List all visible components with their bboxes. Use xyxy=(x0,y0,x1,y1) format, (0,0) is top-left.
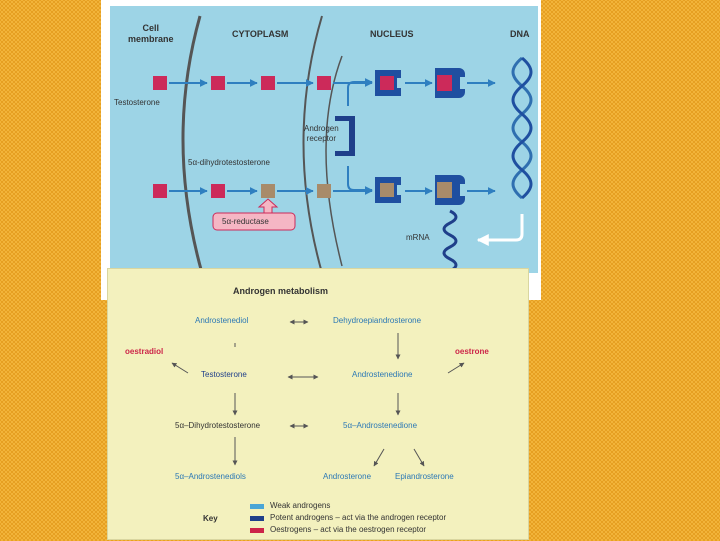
testosterone-bound xyxy=(380,76,394,90)
dht-molecule xyxy=(317,184,331,198)
key-item-weak: Weak androgens xyxy=(270,501,331,510)
key-swatch-potent xyxy=(250,516,264,521)
node-dht: 5α–Dihydrotestosterone xyxy=(175,421,261,430)
conversion-arrow xyxy=(447,362,465,374)
metabolism-title: Androgen metabolism xyxy=(233,286,329,296)
conversion-arrow xyxy=(373,448,385,467)
conversion-arrow xyxy=(171,362,189,374)
receptor-binding-arrow xyxy=(347,166,373,194)
key-item-potent: Potent androgens – act via the androgen … xyxy=(270,513,447,522)
conversion-arrow xyxy=(413,448,425,467)
cell-membrane-curve xyxy=(181,15,204,273)
key-label: Key xyxy=(203,514,218,523)
dht-bound xyxy=(380,183,394,197)
nuclear-membrane-curve-inner xyxy=(325,55,343,267)
node-androstenediol: Androstenediol xyxy=(195,316,249,325)
dht-label: 5α-dihydrotestosterone xyxy=(188,158,271,167)
node-oestradiol: oestradiol xyxy=(125,347,164,356)
transcription-arrow xyxy=(476,214,524,246)
cell-mechanism-panel: Cell membrane CYTOPLASM NUCLEUS DNA Test… xyxy=(110,6,538,273)
cytoplasm-label: CYTOPLASM xyxy=(232,29,289,39)
dht-bound xyxy=(437,182,452,198)
node-androstanediols: 5α–Androstenediols xyxy=(175,472,246,481)
dna-helix-strand-b xyxy=(511,56,533,200)
mrna-label: mRNA xyxy=(406,233,430,242)
key-swatch-weak xyxy=(250,504,264,509)
testosterone-molecule xyxy=(211,76,225,90)
testosterone-molecule xyxy=(317,76,331,90)
androgen-receptor xyxy=(335,116,355,156)
receptor-binding-arrow xyxy=(347,78,373,106)
reductase-box xyxy=(212,212,296,231)
testosterone-bound xyxy=(437,75,452,91)
node-oestrone: oestrone xyxy=(455,347,489,356)
reductase-arrow xyxy=(257,198,279,214)
key-swatch-oestrogen xyxy=(250,528,264,533)
androgen-receptor-label: Androgen receptor xyxy=(304,124,339,143)
cell-diagram-graphic xyxy=(153,15,533,273)
nucleus-label: NUCLEUS xyxy=(370,29,414,39)
node-testosterone: Testosterone xyxy=(201,370,247,379)
node-androstenedione: Androstenedione xyxy=(352,370,413,379)
nuclear-membrane-curve-outer xyxy=(302,15,323,273)
dna-label: DNA xyxy=(510,29,530,39)
node-androsterone: Androsterone xyxy=(323,472,372,481)
mrna-strand xyxy=(442,209,458,273)
testosterone-molecule xyxy=(153,184,167,198)
testosterone-molecule xyxy=(211,184,225,198)
cell-membrane-label: Cell membrane xyxy=(128,23,174,44)
reductase-label: 5α-reductase xyxy=(222,217,269,226)
metabolism-arrows-graphic xyxy=(171,319,465,533)
node-androstanedione: 5α–Androstenedione xyxy=(343,421,418,430)
dht-molecule xyxy=(261,184,275,198)
testosterone-molecule xyxy=(261,76,275,90)
node-dhea: Dehydroepiandrosterone xyxy=(333,316,422,325)
key-item-oestrogen: Oestrogens – act via the oestrogen recep… xyxy=(270,525,427,534)
node-epiandrosterone: Epiandrosterone xyxy=(395,472,454,481)
testosterone-molecule xyxy=(153,76,167,90)
androgen-metabolism-panel: Androgen metabolism Androstenediol Dehyd… xyxy=(107,268,529,540)
testosterone-label: Testosterone xyxy=(114,98,160,107)
dna-helix-strand-a xyxy=(511,56,533,200)
